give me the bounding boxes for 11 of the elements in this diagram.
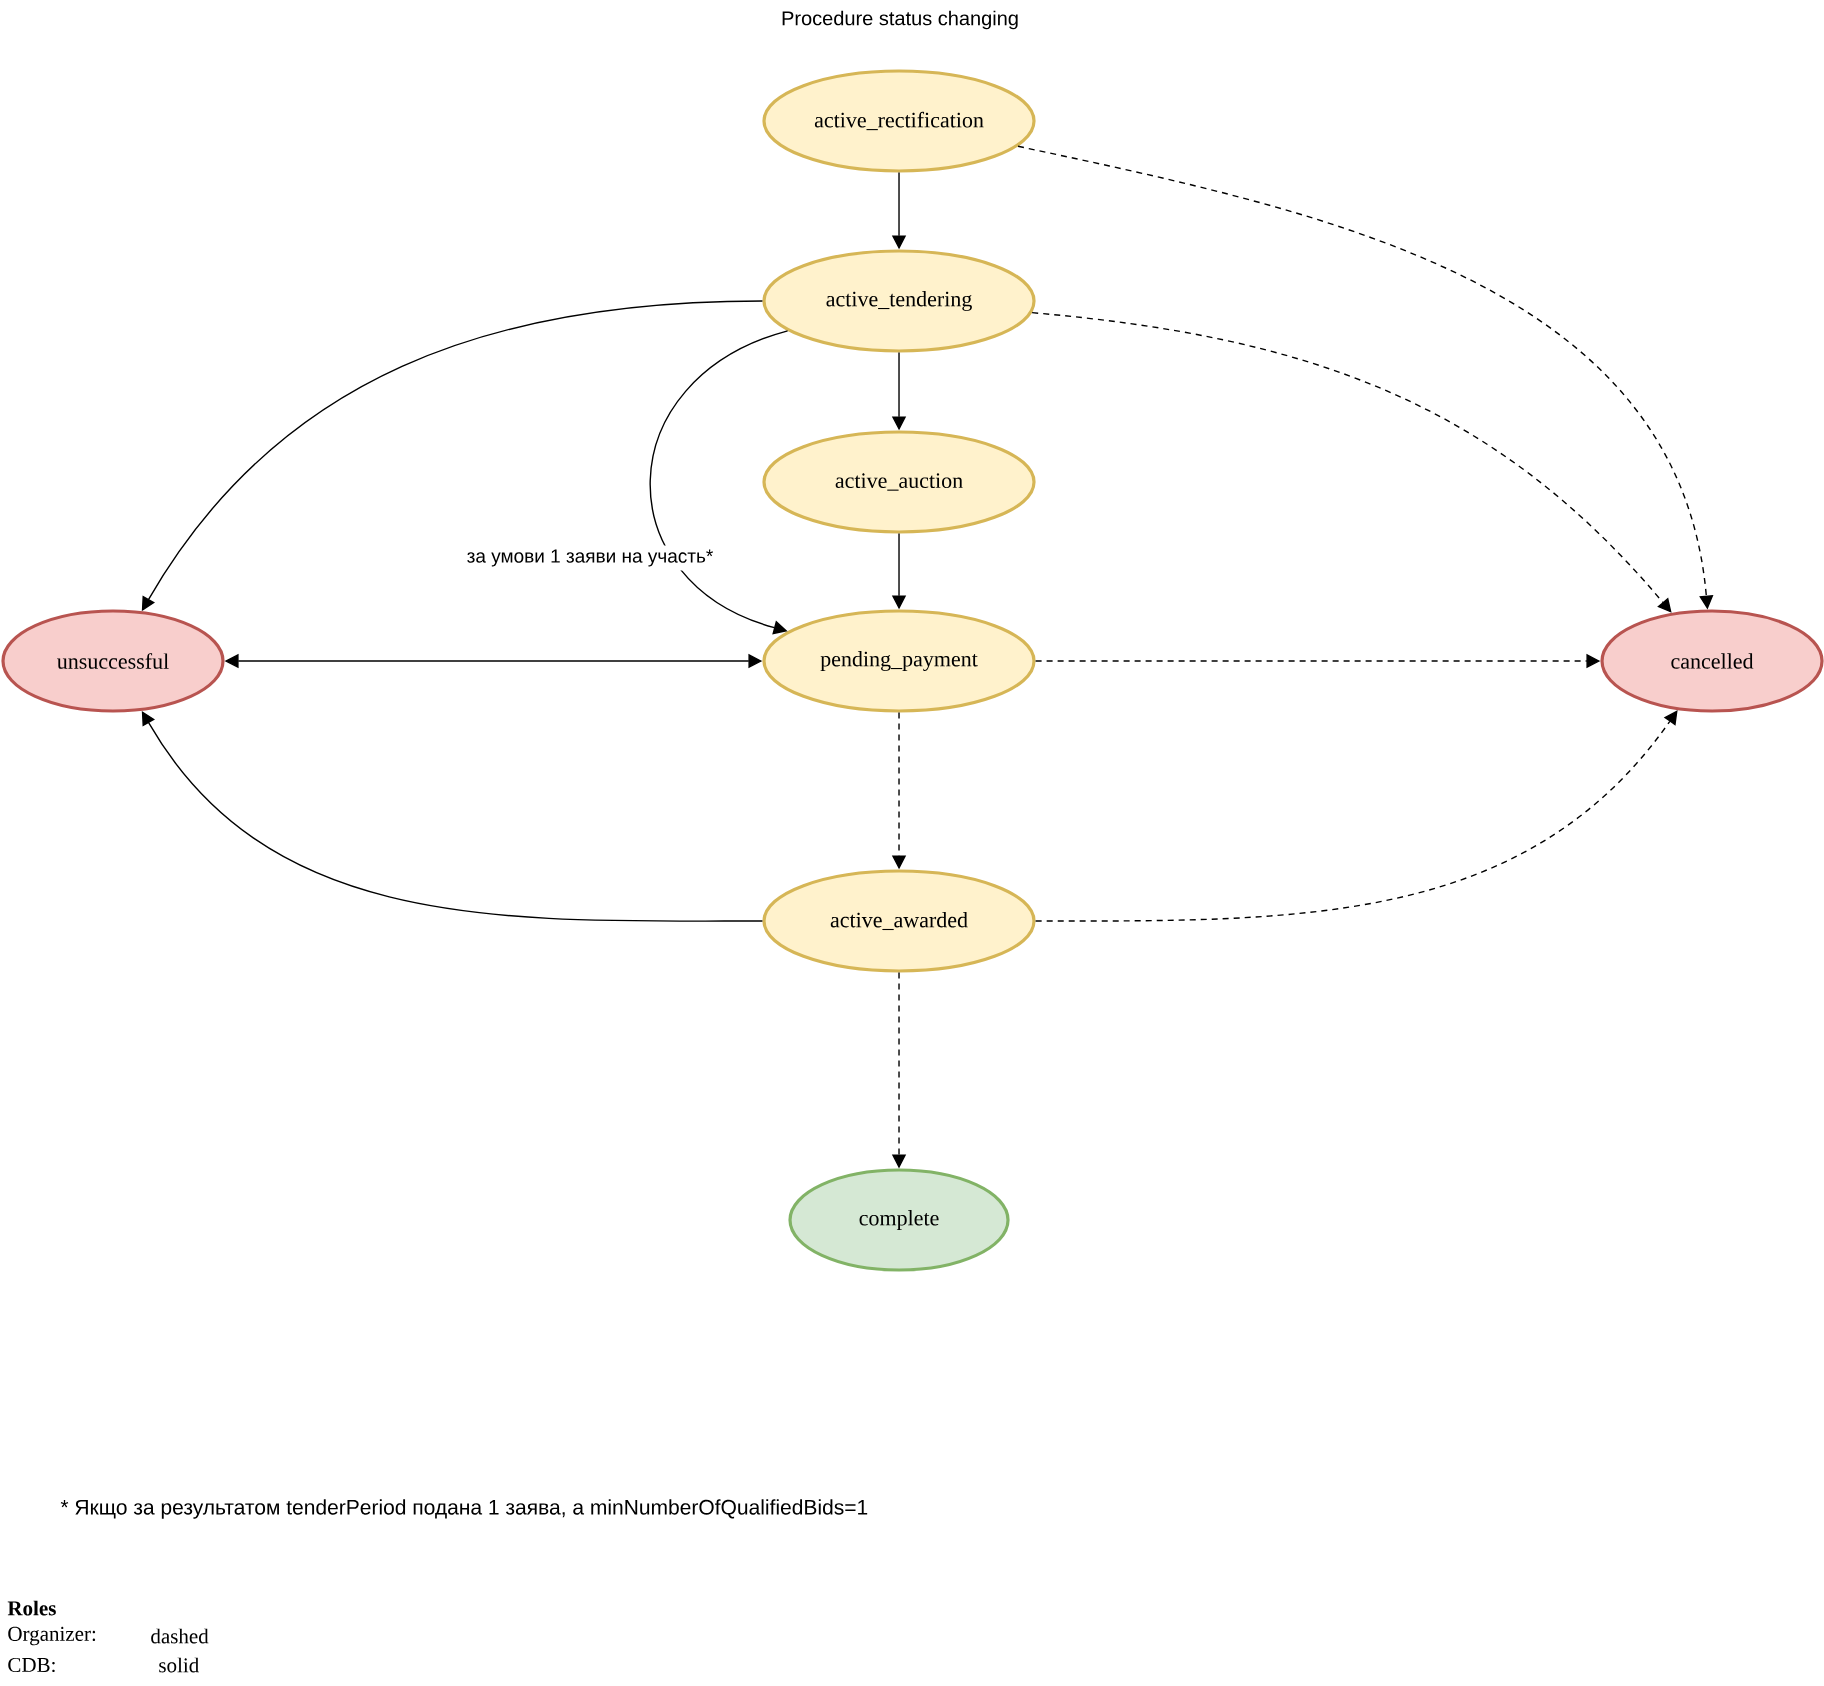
legend-text: Organizer: — [8, 1626, 96, 1646]
footnote: * Якщо за результатом tenderPeriod подана 1 заява, а minNumberOfQualifiedBids=1 — [60, 1499, 868, 1519]
legend-text: dashed — [151, 1628, 209, 1644]
arrow — [1031, 311, 1672, 613]
arrow — [1034, 710, 1678, 922]
legend-text: CDB: — [8, 1657, 55, 1673]
legend-text: solid — [159, 1657, 199, 1673]
legend-heading: Roles — [7, 1600, 56, 1616]
title: Procedure status changing — [782, 10, 1018, 30]
edge-label: за умови 1 заяви на участь* — [462, 545, 718, 571]
arrow — [649, 330, 789, 635]
